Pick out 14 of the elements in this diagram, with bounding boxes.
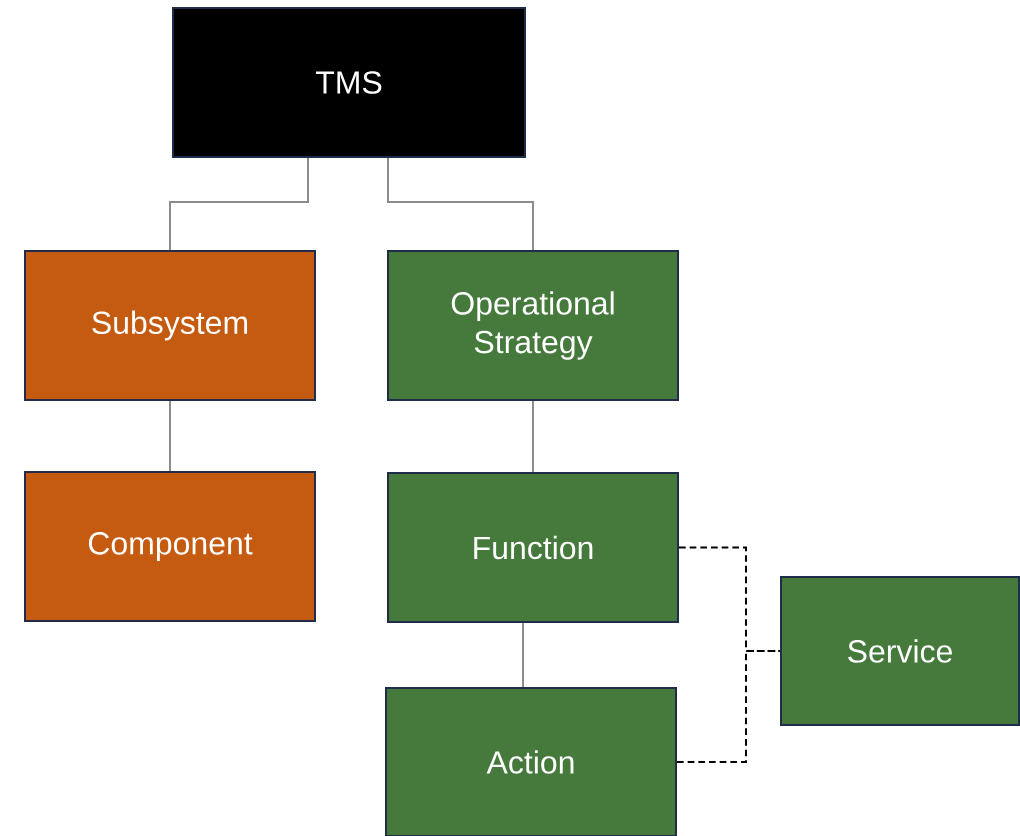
connector (169, 157, 309, 251)
category-box: Service (780, 576, 1020, 726)
category-box: Operational Strategy (387, 249, 679, 402)
category-box: Action (385, 687, 677, 836)
connector (532, 400, 534, 473)
category-box: Component (24, 470, 316, 623)
dashed-connector (676, 650, 781, 763)
system-box: TMS (172, 6, 526, 159)
connector (387, 157, 534, 251)
category-box: Function (387, 471, 679, 624)
category-box: Subsystem (24, 249, 316, 402)
connector (522, 622, 524, 688)
dashed-connector (678, 546, 781, 652)
connector (169, 400, 171, 472)
